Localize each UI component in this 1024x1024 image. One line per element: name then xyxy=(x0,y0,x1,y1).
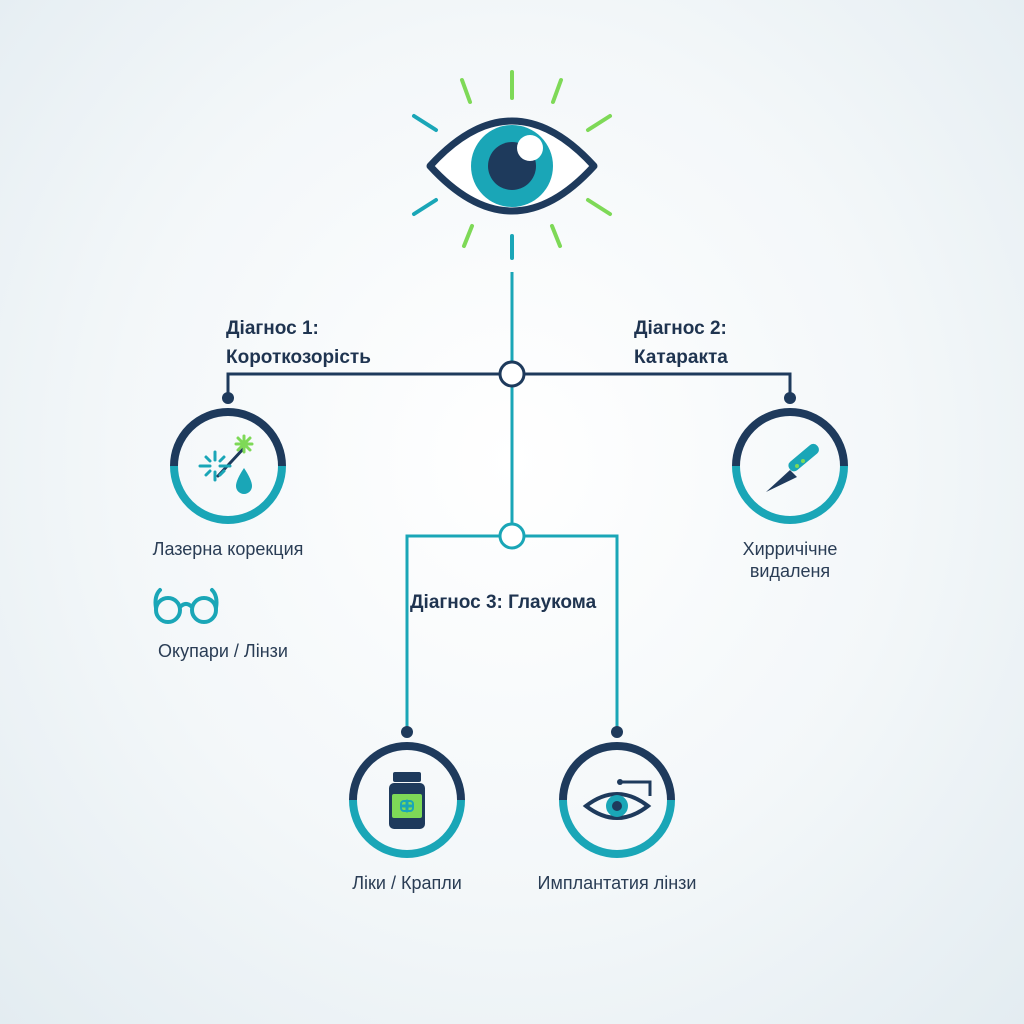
glasses-icon xyxy=(153,588,219,624)
medicine-bottle-icon xyxy=(389,772,425,829)
lens-implant-label: Имплантатия лінзи xyxy=(537,873,697,893)
eye-implant-icon xyxy=(582,779,652,820)
laser-correction-label: Лазерна корекция xyxy=(152,539,304,559)
endpoint-dots xyxy=(222,392,796,738)
junction-node-glaucoma xyxy=(498,522,526,550)
surgery-treatment-node xyxy=(732,408,848,524)
diagnosis-1-title: Діагнос 1: xyxy=(226,318,319,339)
diagnosis-1-name: Короткозорість xyxy=(226,347,371,368)
eye-icon xyxy=(426,117,598,215)
glasses-lenses-label: Окупари / Лінзи xyxy=(158,641,288,661)
connector-lines xyxy=(226,272,792,730)
diagnosis-2-name: Катаракта xyxy=(634,347,728,368)
medicine-drops-label: Ліки / Крапли xyxy=(352,873,462,893)
diagnosis-2-label: Діагнос 2: Катаракта xyxy=(634,314,728,372)
eye-rays xyxy=(412,70,612,260)
laser-treatment-node xyxy=(170,408,286,524)
scalpel-icon xyxy=(766,443,819,492)
droplet-icon xyxy=(236,468,252,494)
junction-node-main xyxy=(498,360,526,388)
diagnosis-2-title: Діагнос 2: xyxy=(634,318,727,339)
surgical-removal-line-1: Хирричічне xyxy=(742,539,838,559)
implant-treatment-node xyxy=(559,742,675,858)
surgical-removal-line-2: видаленя xyxy=(749,561,831,581)
diagnosis-3-label: Діагнос 3: Глаукома xyxy=(410,592,597,613)
laser-icon xyxy=(198,434,254,482)
diagnosis-1-label: Діагнос 1: Короткозорість xyxy=(226,314,371,372)
medicine-treatment-node xyxy=(349,742,465,858)
surgical-removal-label: Хирричічне видаленя xyxy=(700,538,880,582)
